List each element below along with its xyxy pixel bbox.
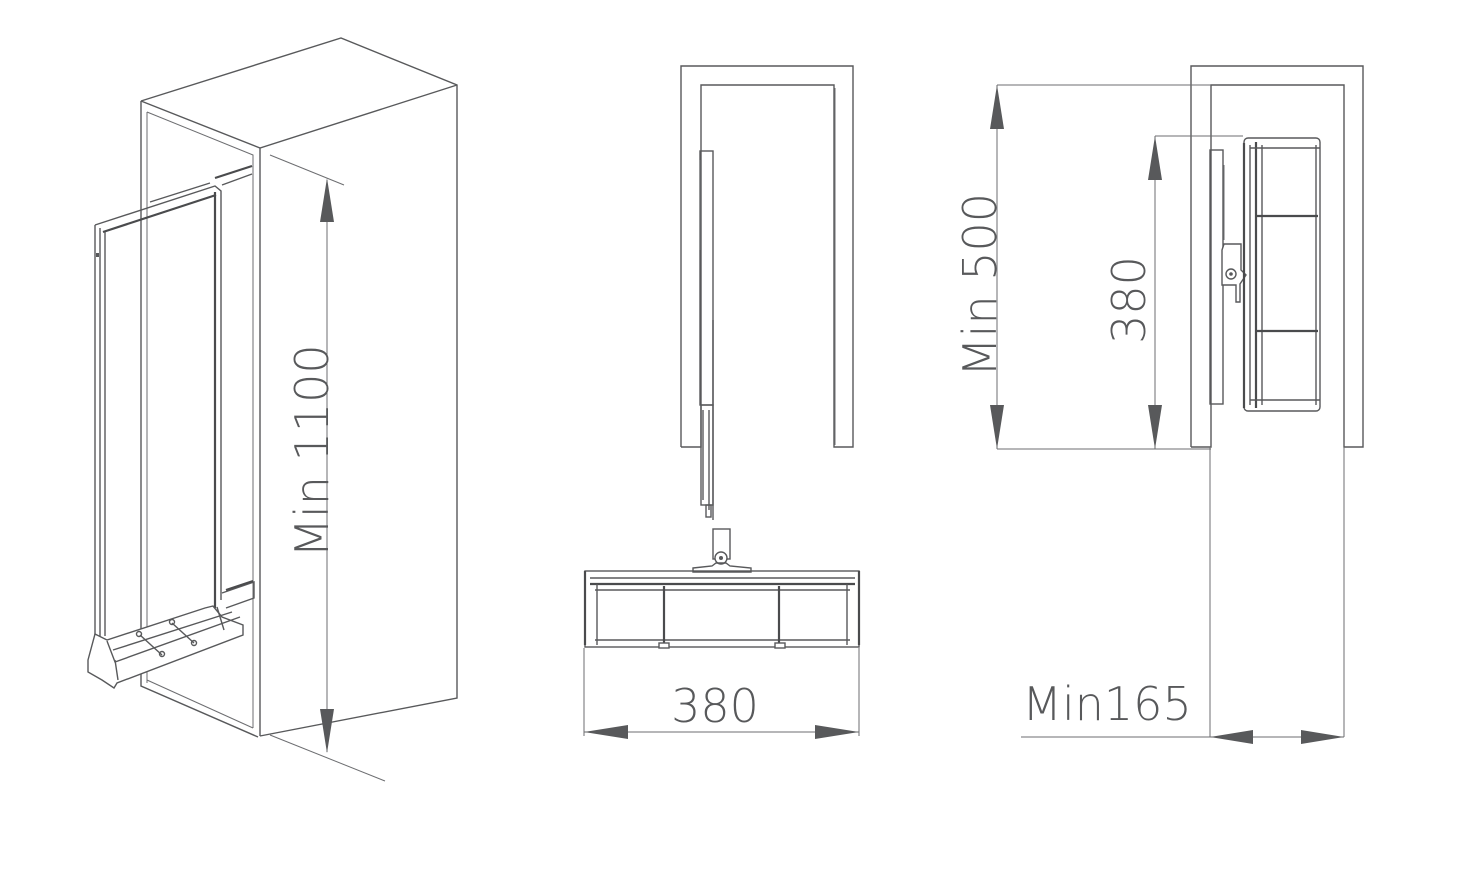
closed-depth-label: Min 500 xyxy=(953,193,1007,377)
extended-width-label: 380 xyxy=(671,679,759,733)
closed-width-label: Min165 xyxy=(1022,677,1191,731)
isometric-view: Min 1100 xyxy=(87,37,458,782)
top-view-closed: Min 500 380 Min165 xyxy=(953,65,1364,744)
top-view-extended: 380 xyxy=(583,65,861,739)
iso-height-label: Min 1100 xyxy=(285,344,339,557)
closed-basket-label: 380 xyxy=(1102,256,1156,344)
